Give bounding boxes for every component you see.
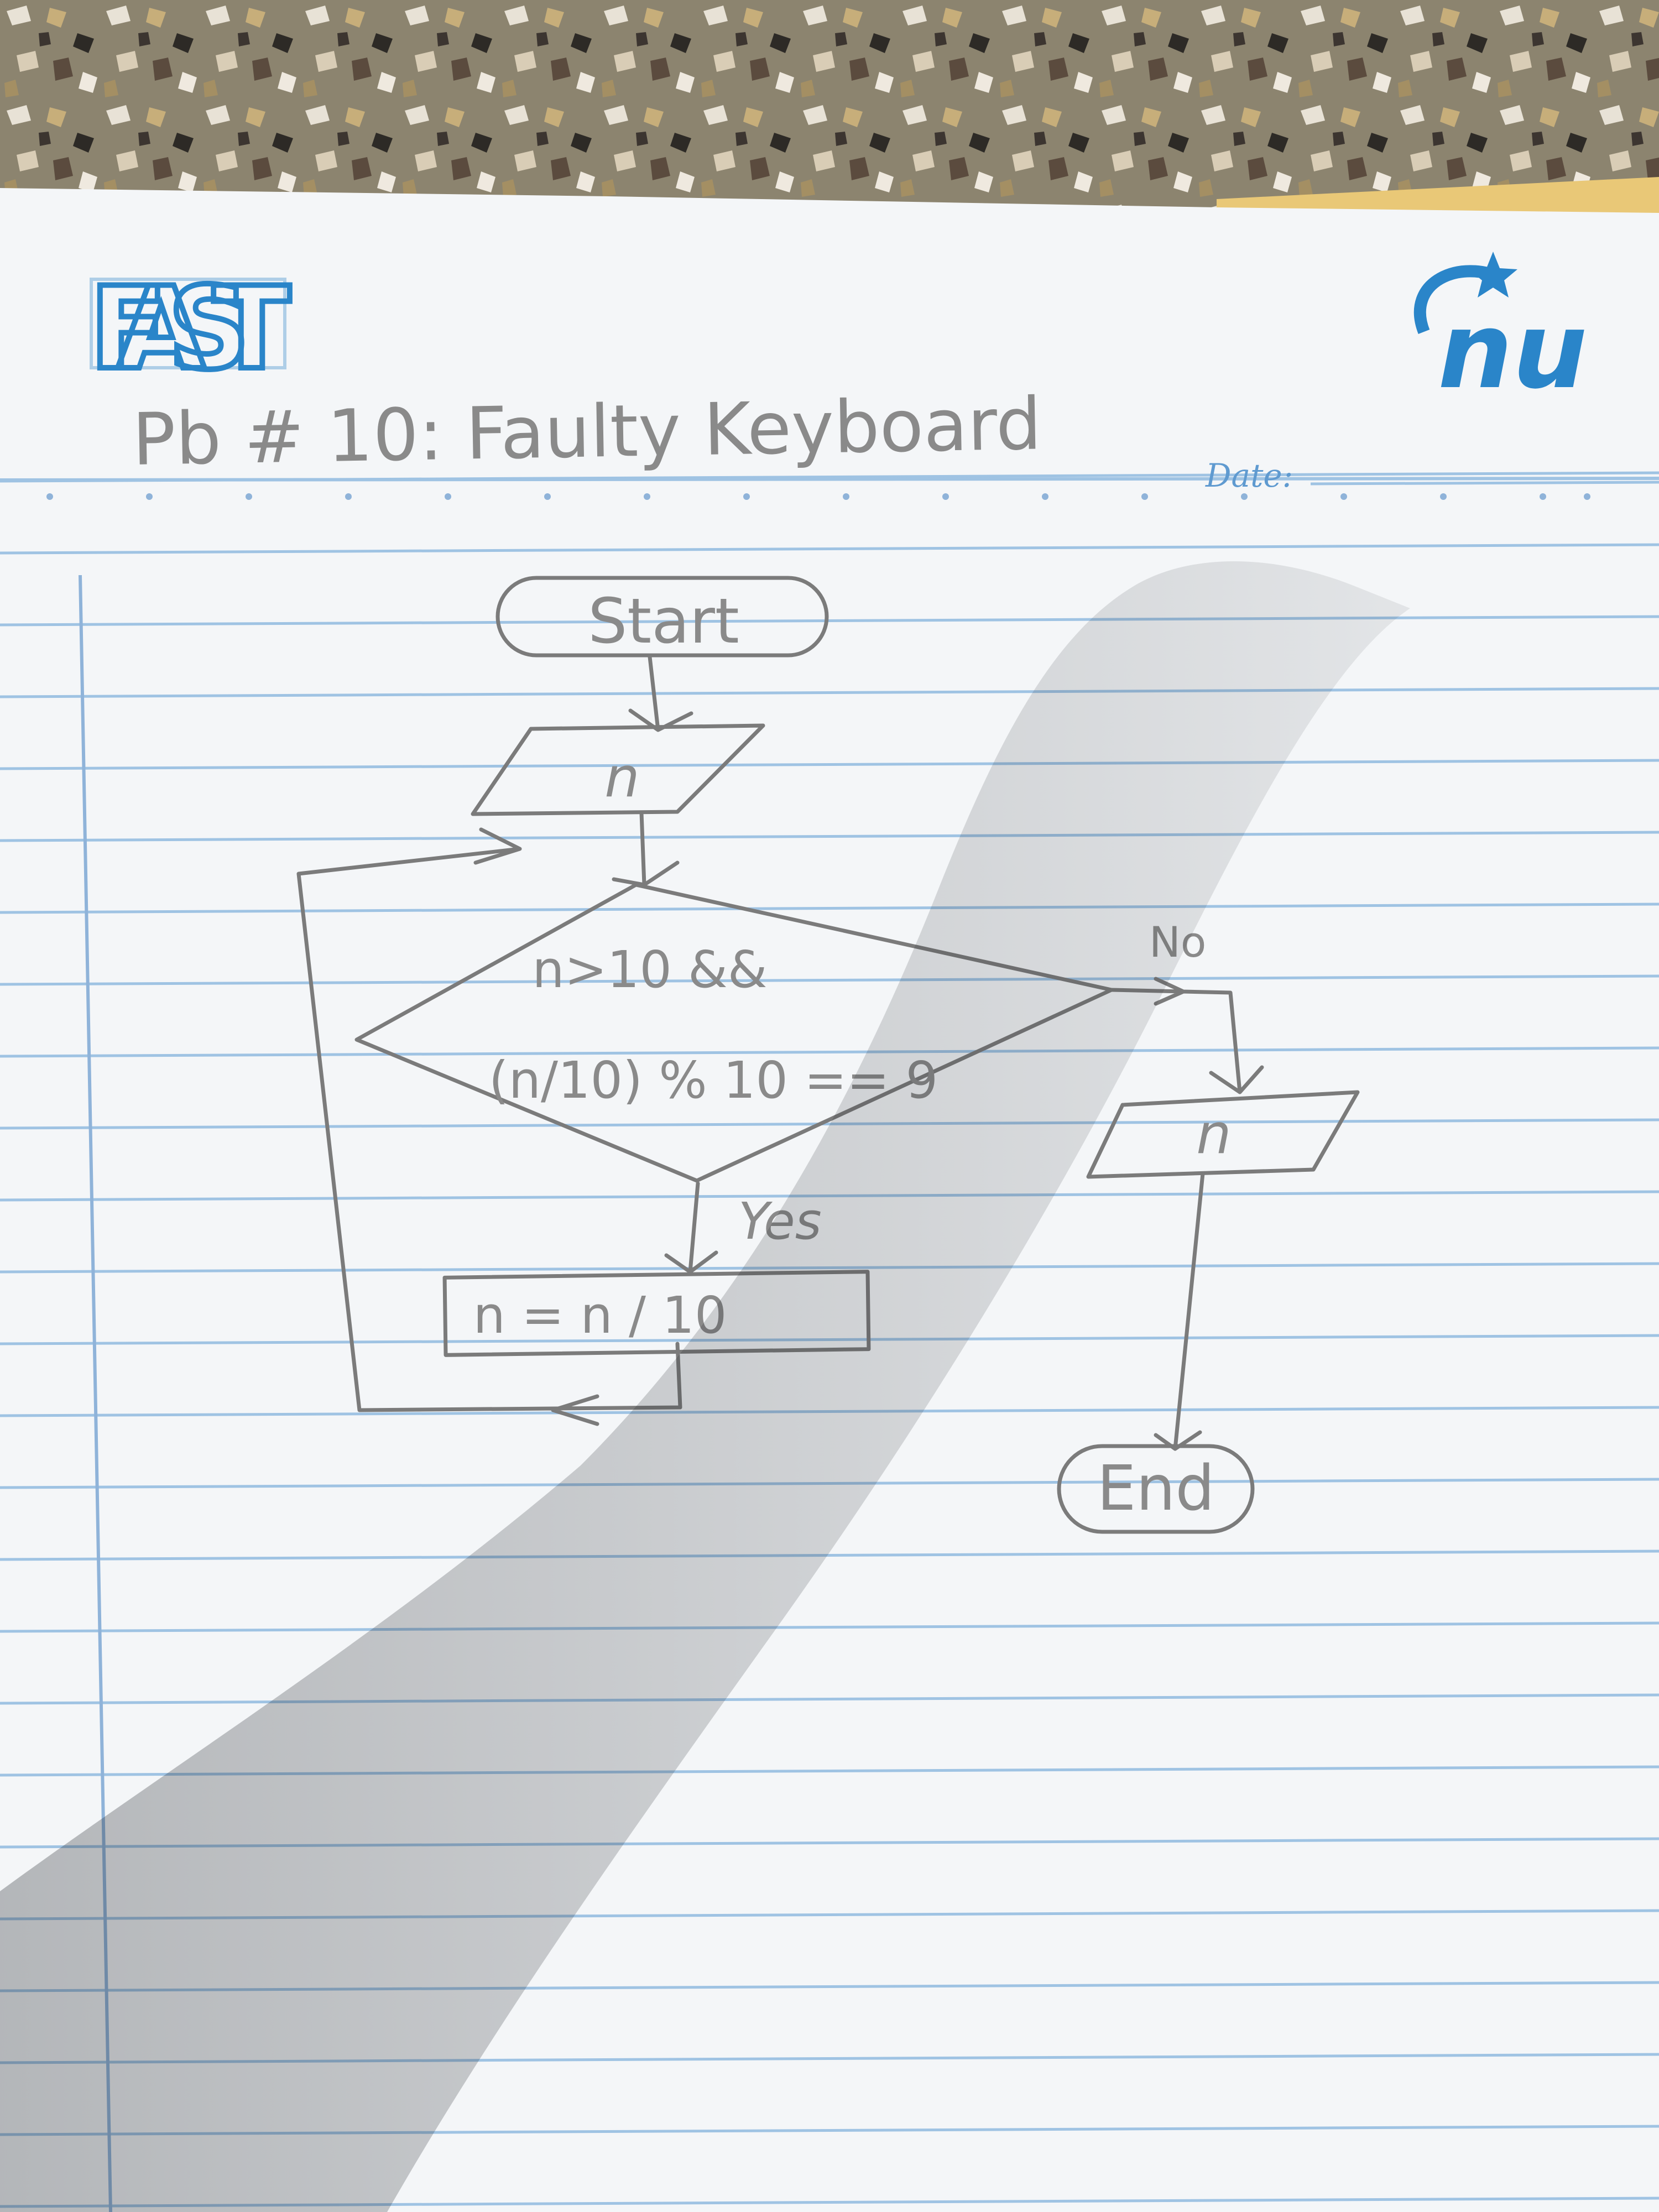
output-box [1086,1090,1360,1179]
end-label: End [1097,1453,1215,1525]
date-underline [1310,481,1659,486]
fast-logo-text: FAST [90,263,290,395]
process-label: n = n / 10 [473,1286,727,1345]
header-rule [0,477,1659,482]
fast-logo: FAST [87,260,297,398]
output-label: n [1196,1102,1231,1166]
end-terminator [1057,1444,1255,1534]
arrow-output-to-end [1154,1171,1205,1451]
start-label: Start [588,586,739,658]
hand-shadow [0,561,1410,2212]
decision-line1: n>10 && [532,940,767,999]
header-dots [46,493,1590,500]
arrow-yes [664,1181,718,1274]
start-terminator [495,576,829,658]
arrow-start-to-input [628,655,693,732]
input-box [471,723,765,816]
page-title: Pb # 10: Faulty Keyboard [132,382,1042,482]
input-label: n [604,745,639,810]
nu-logo-text: nu [1438,290,1588,412]
date-label: Date: [1205,457,1293,494]
nu-logo: nu [1414,252,1588,412]
